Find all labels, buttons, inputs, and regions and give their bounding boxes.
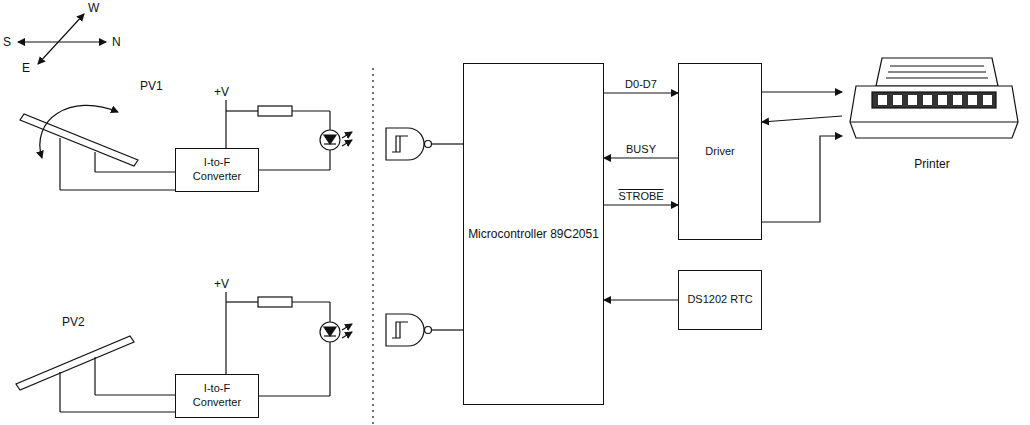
signal-arrow (604, 92, 678, 93)
compass-arrow (38, 14, 84, 64)
signal-label: D0-D7 (623, 78, 659, 90)
signal-label: STROBE (616, 190, 665, 202)
node-text: Printer (910, 155, 953, 174)
signal-arrow (604, 204, 678, 205)
isolation-line (372, 68, 373, 425)
compass-label: S (3, 36, 11, 49)
compass-arrow (18, 41, 106, 42)
printer: Printer (842, 52, 1022, 174)
signal-arrow (604, 157, 678, 158)
schmitt-gate (386, 314, 463, 346)
compass-label: W (88, 2, 99, 15)
microcontroller-box: Microcontroller 89C2051 (463, 63, 604, 405)
supply-label: +V (214, 86, 229, 99)
converter-box: I-to-F Converter (175, 374, 259, 418)
signal-arrow (762, 91, 842, 92)
signal-arrow (604, 299, 678, 300)
signal-label: BUSY (624, 143, 658, 155)
supply-label: +V (214, 278, 229, 291)
node-text: DS1202 RTC (683, 291, 756, 309)
rtc-box: DS1202 RTC (678, 270, 762, 330)
panel-label: PV2 (62, 316, 85, 329)
signal-arrow (762, 136, 842, 222)
driver-box: Driver (678, 63, 762, 240)
signal-arrow (762, 116, 842, 122)
compass-label: N (112, 36, 121, 49)
compass-label: E (22, 62, 30, 75)
printer-drawing (842, 52, 1022, 152)
node-text: I-to-F Converter (176, 154, 258, 186)
tracking-arrow (40, 105, 118, 158)
node-text: Microcontroller 89C2051 (464, 225, 603, 244)
schmitt-gate (386, 128, 463, 160)
solar-panel (20, 114, 175, 190)
node-text: Driver (701, 143, 738, 161)
converter-box: I-to-F Converter (175, 148, 259, 192)
panel-label: PV1 (140, 80, 163, 93)
solar-panel (16, 336, 175, 412)
node-text: I-to-F Converter (176, 380, 258, 412)
